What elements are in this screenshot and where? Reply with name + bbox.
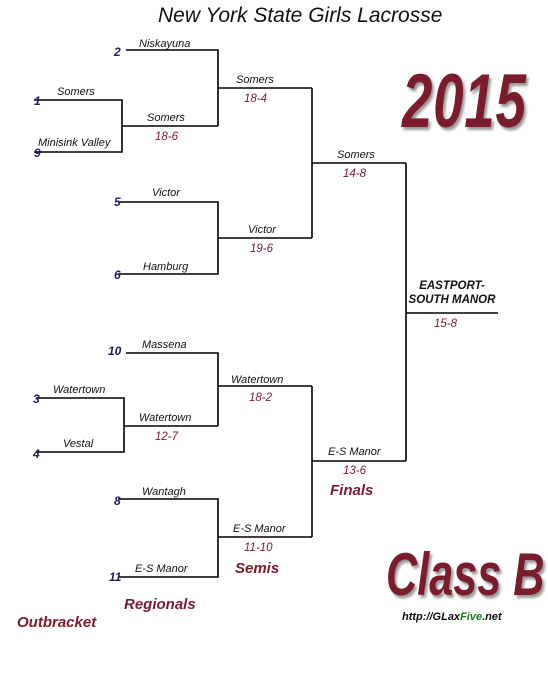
regional-score: 19-6 — [250, 243, 274, 255]
team-somers: Somers — [57, 86, 95, 98]
seed-number: 9 — [34, 146, 41, 160]
seed-number: 11 — [109, 570, 122, 584]
regional-winner: Victor — [248, 224, 276, 236]
regional-score: 18-4 — [244, 93, 268, 105]
semi-winner: Somers — [337, 149, 375, 161]
seed-number: 6 — [114, 268, 121, 282]
site-url[interactable]: http://GLaxFive.net — [402, 611, 502, 623]
team-niskayuna: Niskayuna — [139, 38, 191, 50]
page-title: New York State Girls Lacrosse — [158, 4, 443, 27]
regional-score: 11-10 — [244, 542, 273, 554]
team-massena: Massena — [142, 339, 187, 351]
url-prefix: http://GLax — [402, 611, 461, 623]
seed-number: 1 — [34, 94, 41, 108]
team-wantagh: Wantagh — [142, 486, 186, 498]
regional-winner: Watertown — [231, 374, 284, 386]
semi-score: 14-8 — [343, 168, 367, 180]
class-label: Class B — [386, 541, 545, 608]
round-label-finals: Finals — [330, 482, 374, 499]
round-label-regionals: Regionals — [124, 596, 196, 613]
team-hamburg: Hamburg — [143, 261, 189, 273]
seed-number: 3 — [33, 392, 40, 406]
outbracket-winner: Somers — [147, 112, 185, 124]
regional-score: 18-2 — [249, 392, 273, 404]
seed-number: 10 — [108, 344, 122, 358]
round-label-outbracket: Outbracket — [17, 614, 97, 631]
team-es-manor: E-S Manor — [135, 563, 188, 575]
seed-number: 5 — [114, 195, 121, 209]
outbracket-score: 18-6 — [155, 131, 179, 143]
year-label: 2015 — [402, 59, 527, 144]
regional-winner: E-S Manor — [233, 523, 286, 535]
team-victor: Victor — [152, 187, 180, 199]
champion-name: EASTPORT-SOUTH MANOR — [408, 280, 496, 306]
round-label-semis: Semis — [235, 560, 280, 577]
semi-score: 13-6 — [343, 465, 367, 477]
url-brand: Five — [460, 611, 483, 623]
seed-number: 4 — [33, 447, 40, 461]
seed-number: 8 — [114, 494, 121, 508]
outbracket-winner: Watertown — [139, 412, 192, 424]
semi-winner: E-S Manor — [328, 446, 381, 458]
seed-number: 2 — [114, 45, 121, 59]
champion-score: 15-8 — [434, 318, 458, 330]
url-suffix: .net — [482, 611, 502, 623]
team-watertown: Watertown — [53, 384, 106, 396]
team-vestal: Vestal — [63, 438, 94, 450]
outbracket-score: 12-7 — [155, 431, 179, 443]
regional-winner: Somers — [236, 74, 274, 86]
team-minisink-valley: Minisink Valley — [38, 137, 111, 149]
